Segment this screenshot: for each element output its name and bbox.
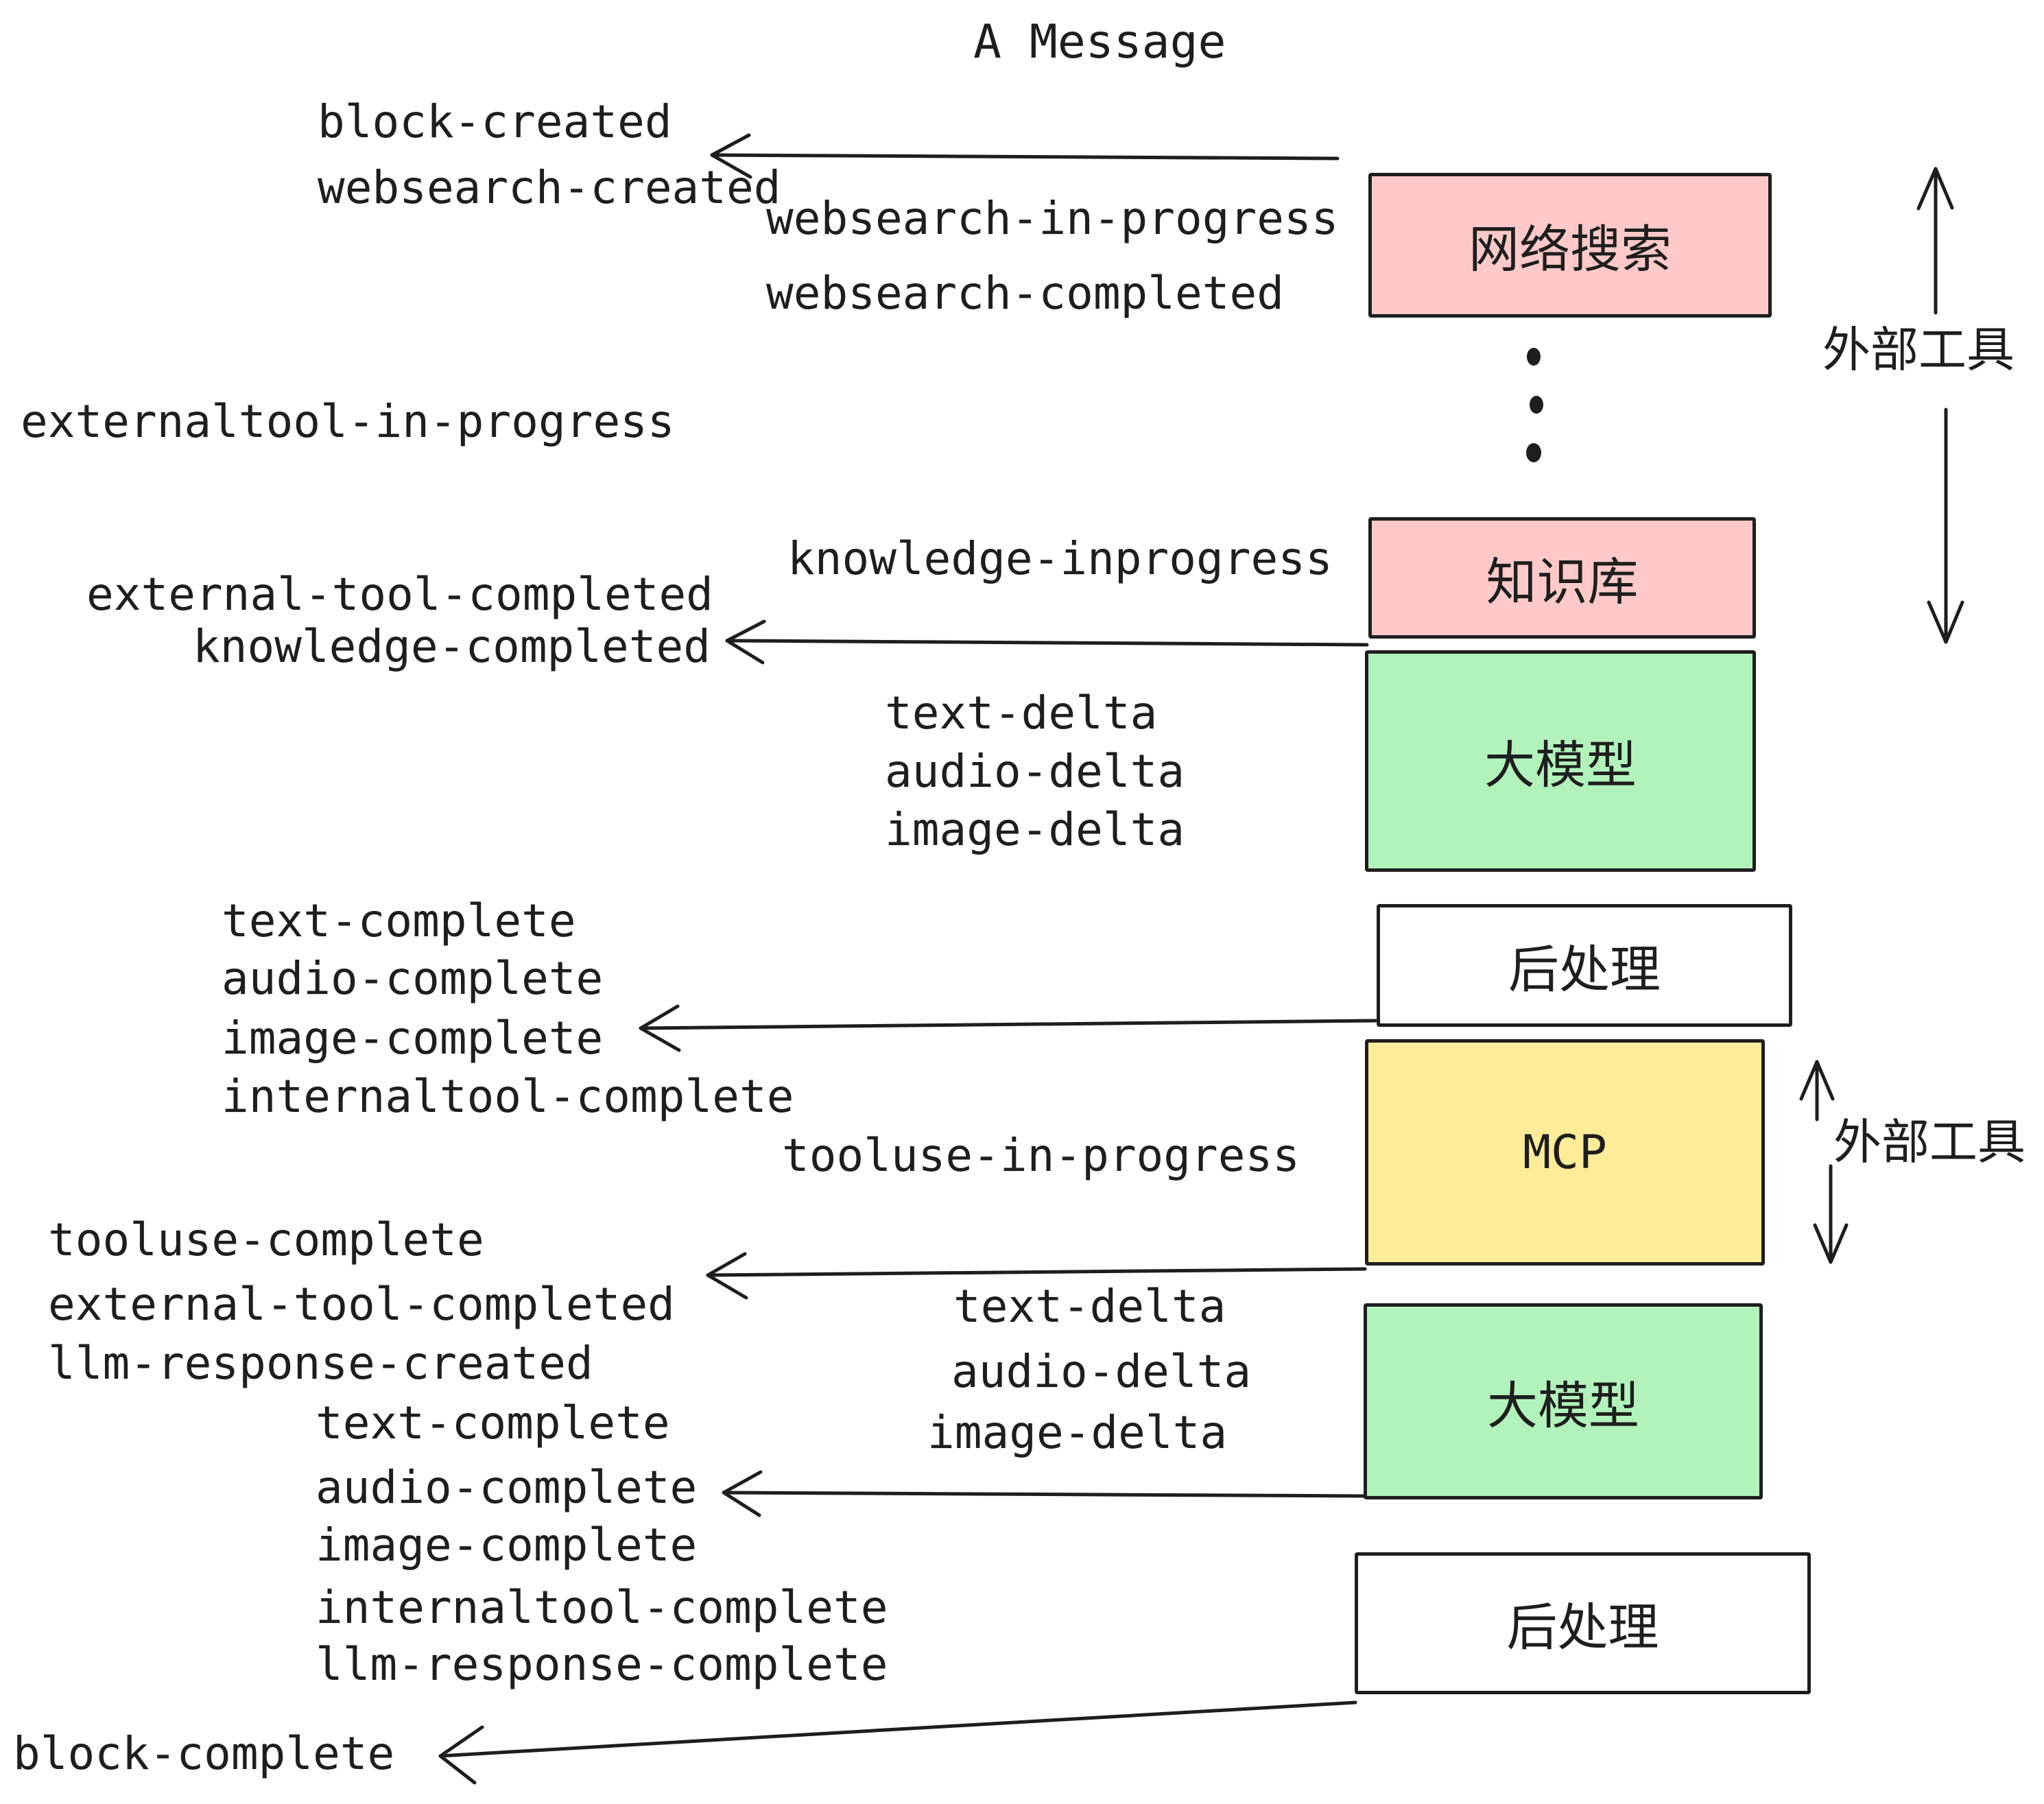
event-label-image-delta-1: image-delta [885,803,1185,856]
event-label-image-delta-2: image-delta [927,1406,1228,1459]
box-llm-1-label: 大模型 [1484,737,1637,794]
box-mcp: MCP [1365,1039,1765,1266]
ellipsis-dots [1526,348,1543,462]
event-label-internaltool-complete-2: internaltool-complete [316,1581,888,1634]
box-knowledge: 知识库 [1368,517,1756,639]
box-postprocess-2: 后处理 [1355,1552,1811,1694]
box-websearch-label: 网络搜索 [1469,221,1672,278]
box-postprocess-1: 后处理 [1377,904,1792,1027]
arrow-external-tools-top-down [1927,407,1964,644]
box-postprocess-2-label: 后处理 [1506,1599,1659,1656]
event-label-audio-delta-2: audio-delta [951,1345,1252,1398]
event-label-internaltool-complete-1: internaltool-complete [222,1070,794,1123]
box-llm-1: 大模型 [1365,650,1756,872]
event-label-websearch-completed: websearch-completed [766,267,1284,320]
event-label-externaltool-in-progress: externaltool-in-progress [21,395,675,448]
event-label-text-complete-2: text-complete [316,1397,670,1449]
arrow-audio-complete [722,1470,1366,1517]
event-label-image-complete-1: image-complete [222,1012,604,1065]
event-label-text-delta-1: text-delta [885,687,1158,739]
arrow-image-complete [639,1004,1377,1052]
arrow-block-complete [438,1700,1357,1785]
event-label-audio-complete-2: audio-complete [316,1461,698,1514]
external-tools-label-mcp: 外部工具 [1833,1115,2025,1169]
event-label-tooluse-complete: tooluse-complete [48,1213,484,1266]
event-label-knowledge-completed: knowledge-completed [193,620,711,673]
event-label-llm-response-created: llm-response-created [48,1337,593,1390]
event-label-tooluse-in-progress: tooluse-in-progress [782,1129,1300,1182]
event-label-llm-response-complete: llm-response-complete [316,1638,888,1691]
event-label-external-tool-completed: external-tool-completed [86,568,713,621]
arrow-knowledge-completed [725,619,1369,665]
diagram-title: A Message [973,15,1226,69]
arrow-external-tools-mcp-up [1799,1060,1835,1121]
box-knowledge-label: 知识库 [1486,554,1639,610]
event-label-knowledge-inprogress: knowledge-inprogress [787,532,1333,585]
box-llm-2: 大模型 [1364,1303,1763,1499]
event-label-image-complete-2: image-complete [316,1519,698,1571]
event-label-audio-delta-1: audio-delta [885,745,1185,798]
event-label-websearch-in-progress: websearch-in-progress [766,192,1339,245]
box-mcp-label: MCP [1523,1125,1607,1180]
box-llm-2-label: 大模型 [1487,1377,1639,1434]
event-label-websearch-created: websearch-created [318,161,781,214]
event-label-audio-complete-1: audio-complete [222,952,604,1005]
event-label-external-tool-completed-2: external-tool-completed [48,1278,675,1331]
event-label-block-created: block-created [318,95,672,148]
external-tools-label-top: 外部工具 [1822,323,2015,377]
event-label-text-complete-1: text-complete [222,894,576,947]
box-websearch: 网络搜索 [1368,173,1772,318]
box-postprocess-1-label: 后处理 [1508,941,1661,998]
arrow-external-tools-top-up [1916,167,1954,315]
event-label-block-complete: block-complete [13,1727,395,1780]
arrow-block-created [710,133,1340,179]
arrow-external-tools-mcp-down [1813,1164,1849,1264]
event-label-text-delta-2: text-delta [953,1280,1226,1333]
